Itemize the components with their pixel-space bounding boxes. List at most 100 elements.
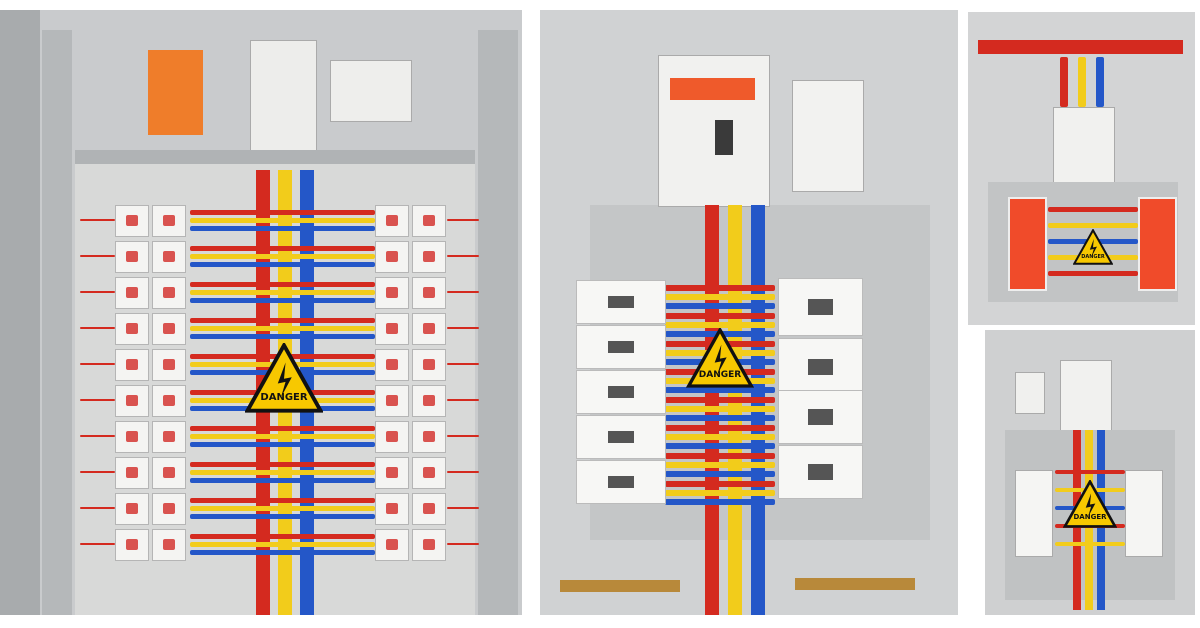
horizontal-bus-red (665, 453, 775, 459)
wire-left (80, 291, 115, 293)
mcb-breaker (778, 338, 863, 396)
horizontal-bus-red (665, 397, 775, 403)
wire-right (447, 327, 479, 329)
horizontal-bus-yellow (190, 254, 375, 259)
mcb-breaker (576, 325, 666, 369)
horizontal-bus-red (665, 425, 775, 431)
wire-left (80, 399, 115, 401)
wire-left (80, 543, 115, 545)
horizontal-bus-blue (190, 262, 375, 267)
contactor (152, 529, 186, 561)
main-breaker (1053, 107, 1115, 184)
contactor (412, 457, 446, 489)
wire-right (447, 255, 479, 257)
vertical-bus-blue (1096, 57, 1104, 107)
mcb-breaker (778, 278, 863, 336)
contactor (375, 313, 409, 345)
danger-sign: DANGER (1063, 480, 1117, 528)
horizontal-bus-blue (190, 442, 375, 447)
horizontal-bus-yellow (190, 542, 375, 547)
contactor (115, 493, 149, 525)
wire-right (447, 219, 479, 221)
contactor (412, 205, 446, 237)
wire-left (80, 435, 115, 437)
danger-label: DANGER (260, 392, 308, 404)
vertical-bus-red (1060, 57, 1068, 107)
horizontal-bus-red (190, 462, 375, 467)
wire-right (447, 363, 479, 365)
wire-right (447, 543, 479, 545)
horizontal-bus-blue (190, 334, 375, 339)
contactor (115, 457, 149, 489)
horizontal-bus (1055, 542, 1125, 546)
contactor (412, 241, 446, 273)
mcb-group-right (1125, 470, 1163, 557)
neutral-terminal-bar (560, 580, 680, 592)
contactor (152, 349, 186, 381)
contactor (375, 349, 409, 381)
contactor (152, 205, 186, 237)
contactor (375, 493, 409, 525)
wire-left (80, 471, 115, 473)
horizontal-bus-blue (665, 443, 775, 449)
main-breaker (250, 40, 317, 152)
horizontal-bus-red (978, 40, 1183, 54)
horizontal-bus-blue (665, 471, 775, 477)
mcb-breaker (778, 390, 863, 444)
photo-panel-medium: DANGER (540, 10, 958, 615)
horizontal-bus-red (665, 313, 775, 319)
mcb-group-right (1138, 197, 1177, 291)
contactor (115, 349, 149, 381)
wire-left (80, 327, 115, 329)
contactor (375, 385, 409, 417)
horizontal-bus-blue (665, 415, 775, 421)
fuse-holders (148, 50, 203, 135)
contactor (152, 313, 186, 345)
danger-label: DANGER (1081, 253, 1105, 260)
mcb-breaker (576, 415, 666, 459)
contactor (152, 421, 186, 453)
wire-left (80, 219, 115, 221)
horizontal-bus-red (665, 285, 775, 291)
horizontal-bus-yellow (665, 406, 775, 412)
contactor (152, 385, 186, 417)
breaker-handle (715, 120, 733, 155)
wire-left (80, 255, 115, 257)
danger-label: DANGER (698, 369, 742, 380)
vertical-bus-yellow (1078, 57, 1086, 107)
photo-panel-small-top: DANGER (968, 12, 1195, 325)
fuse-holders-right (330, 60, 412, 122)
horizontal-bus-yellow (190, 506, 375, 511)
horizontal-bus-yellow (190, 290, 375, 295)
wire-right (447, 435, 479, 437)
horizontal-bus-yellow (190, 326, 375, 331)
contactor (375, 205, 409, 237)
cross-rail (75, 150, 475, 164)
horizontal-bus-blue (665, 499, 775, 505)
horizontal-bus-yellow (665, 322, 775, 328)
contactor (115, 205, 149, 237)
horizontal-bus-yellow (190, 470, 375, 475)
horizontal-bus-yellow (665, 462, 775, 468)
contactor (115, 241, 149, 273)
contactor (115, 421, 149, 453)
danger-sign: DANGER (686, 328, 754, 388)
mcb-breaker (576, 460, 666, 504)
horizontal-bus-red (190, 498, 375, 503)
horizontal-bus-blue (190, 550, 375, 555)
horizontal-bus-red (190, 282, 375, 287)
wire-right (447, 471, 479, 473)
contactor (412, 277, 446, 309)
mcb-breaker (576, 280, 666, 324)
danger-label: DANGER (1073, 513, 1107, 522)
main-breaker (1060, 360, 1112, 432)
contactor (115, 277, 149, 309)
contactor (412, 313, 446, 345)
photo-panel-small-bottom: DANGER (985, 330, 1195, 615)
wire-left (80, 507, 115, 509)
mcb-group-left (1015, 470, 1053, 557)
photo-panel-large: DANGER (0, 10, 522, 615)
contactor (412, 349, 446, 381)
cabinet-frame-right (478, 30, 518, 615)
wire-right (447, 291, 479, 293)
